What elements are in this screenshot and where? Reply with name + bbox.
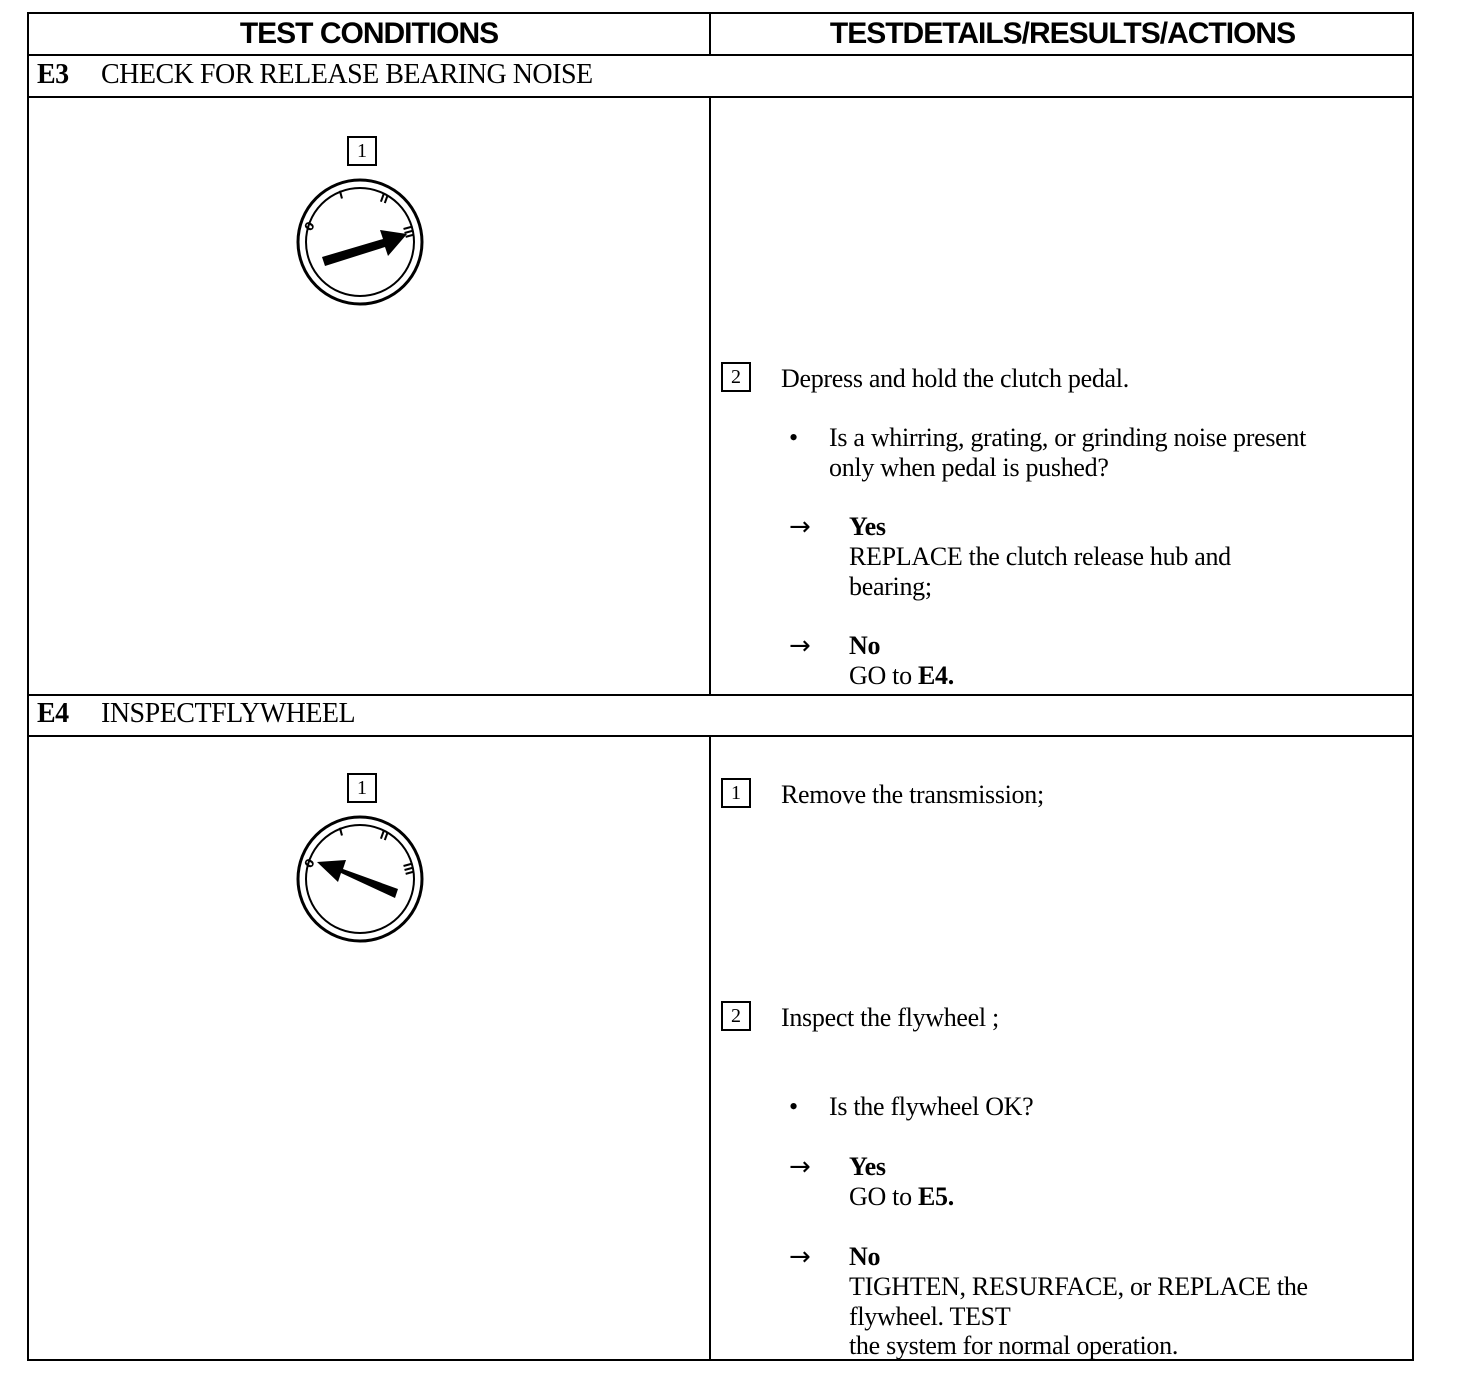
e3-condition-step-box: 1 (347, 136, 377, 166)
test-details-header: TESTDETAILS/RESULTS/ACTIONS (829, 17, 1296, 50)
e4-no-arrow: → (789, 1242, 811, 1272)
e4-section-title: E4 INSPECTFLYWHEEL (29, 694, 1414, 734)
e3-no-label: No (849, 631, 881, 660)
e4-yes-label: Yes (849, 1152, 886, 1181)
e3-step2-instruction: Depress and hold the clutch pedal. (781, 364, 1129, 393)
e4-column-divider (709, 735, 711, 1361)
svg-text:I: I (337, 825, 344, 839)
e3-yes-action-line1: REPLACE the clutch release hub and (849, 542, 1231, 571)
e3-title: CHECK FOR RELEASE BEARING NOISE (101, 59, 593, 90)
e3-id: E3 (37, 59, 69, 90)
header-column-divider (709, 14, 711, 56)
e4-yes-prefix: GO to (849, 1182, 918, 1211)
e3-column-divider (709, 96, 711, 696)
svg-text:III: III (400, 861, 416, 876)
e3-yes-label: Yes (849, 512, 886, 541)
e4-title: INSPECTFLYWHEEL (101, 698, 356, 729)
e3-question-line1: Is a whirring, grating, or grinding nois… (829, 423, 1307, 452)
e3-yes-action-line2: bearing; (849, 572, 932, 601)
diagnostic-table: TEST CONDITIONS TESTDETAILS/RESULTS/ACTI… (27, 12, 1414, 1361)
svg-text:I: I (337, 188, 344, 202)
e4-step1-box: 1 (721, 778, 751, 808)
e3-question-line2: only when pedal is pushed? (829, 453, 1109, 482)
e3-question-bullet: • (789, 423, 799, 452)
e4-yes-action: GO to E5. (849, 1182, 954, 1212)
e3-no-arrow: → (789, 631, 811, 661)
ignition-key-off-icon: 0 I II III (295, 814, 425, 944)
e4-id: E4 (37, 698, 69, 729)
e4-condition-step-box: 1 (347, 773, 377, 803)
e4-yes-arrow: → (789, 1152, 811, 1182)
e4-question-bullet: • (789, 1092, 799, 1121)
e4-step2-instruction: Inspect the flywheel ; (781, 1003, 999, 1032)
e3-section-title: E3 CHECK FOR RELEASE BEARING NOISE (29, 55, 1414, 95)
ignition-key-run-icon: 0 I II III (295, 177, 425, 307)
test-conditions-header: TEST CONDITIONS (239, 17, 499, 50)
e4-yes-target: E5. (917, 1182, 954, 1211)
e4-title-divider (29, 735, 1412, 737)
e3-no-prefix: GO to (849, 661, 918, 690)
e3-yes-arrow: → (789, 512, 811, 542)
e4-no-action-line3: the system for normal operation. (849, 1331, 1179, 1360)
e3-no-action: GO to E4. (849, 661, 954, 691)
e4-step2-box: 2 (721, 1001, 751, 1031)
e4-no-action-line1: TIGHTEN, RESURFACE, or REPLACE the (849, 1272, 1308, 1301)
e4-step1-instruction: Remove the transmission; (781, 780, 1044, 809)
e3-title-divider (29, 96, 1412, 98)
header-divider (29, 54, 1412, 56)
e3-no-target: E4. (917, 661, 954, 690)
e4-no-action-line2: flywheel. TEST (849, 1302, 1011, 1331)
e3-bottom-divider (29, 694, 1412, 696)
e4-no-label: No (849, 1242, 881, 1271)
e3-step2-box: 2 (721, 362, 751, 392)
e4-question: Is the flywheel OK? (829, 1092, 1034, 1121)
